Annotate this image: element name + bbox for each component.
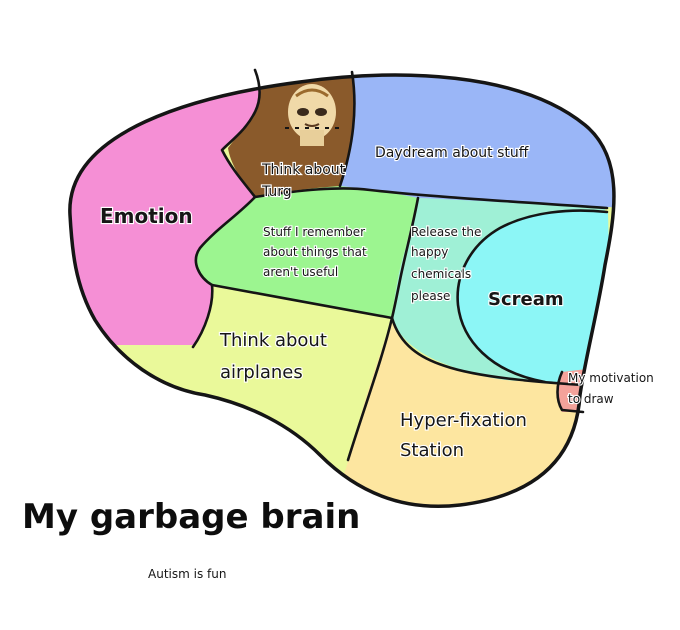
daydream-region xyxy=(340,60,680,210)
stuff-remember-line2: about things that xyxy=(263,245,367,259)
release-happy-line3: chemicals xyxy=(411,267,471,281)
page-subtitle: Autism is fun xyxy=(148,567,226,581)
hyper-fixation-line1: Hyper-fixation xyxy=(400,410,527,431)
motivation-line2: to draw xyxy=(568,392,614,406)
airplanes-line1: Think about xyxy=(219,330,327,351)
turg-label-line2: Turg xyxy=(261,184,292,200)
emotion-label: Emotion xyxy=(100,204,193,228)
stuff-remember-line3: aren't useful xyxy=(263,265,338,279)
motivation-line1: My motivation xyxy=(568,371,654,385)
turg-label-line1: Think about xyxy=(261,162,346,178)
release-happy-line2: happy xyxy=(411,245,448,259)
stuff-remember-line1: Stuff I remember xyxy=(263,225,365,239)
release-happy-line1: Release the xyxy=(411,225,481,239)
page-title: My garbage brain xyxy=(22,497,360,537)
airplanes-line2: airplanes xyxy=(220,362,303,383)
daydream-label: Daydream about stuff xyxy=(375,145,529,161)
hyper-fixation-line2: Station xyxy=(400,440,464,461)
scream-label: Scream xyxy=(488,289,564,310)
release-happy-line4: please xyxy=(411,289,450,303)
